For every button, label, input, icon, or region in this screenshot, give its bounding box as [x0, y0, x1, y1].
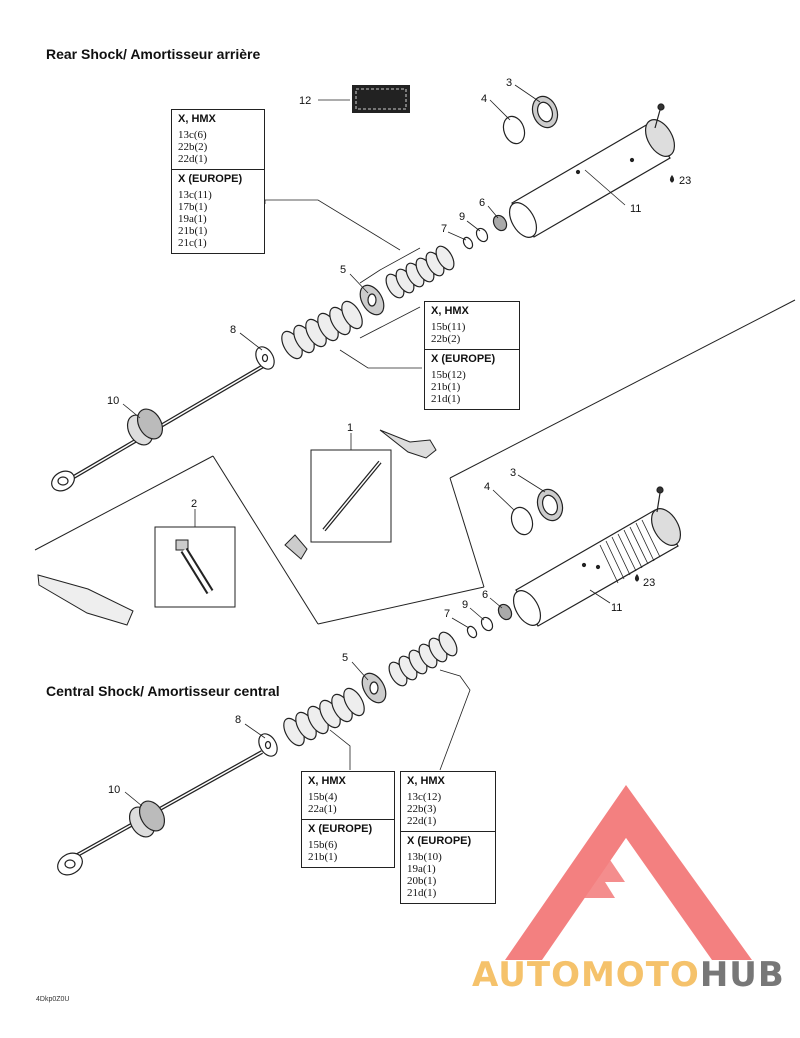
table-line: 21b(1): [308, 851, 338, 863]
callout-central-9: 9: [462, 599, 468, 611]
callout-rear-10: 10: [107, 395, 119, 407]
callout-rear-7: 7: [441, 223, 447, 235]
rear-shock-title-line: Rear Shock/: [46, 46, 127, 62]
central-left-parts-table: X, HMX 15b(4) 22a(1) X (EUROPE) 15b(6) 2…: [301, 771, 395, 868]
callout-rear-6: 6: [479, 197, 485, 209]
callout-numbers: 12 3 4 23 11 6 9 7 5 8 10 1 2 3 4 23 11 …: [107, 77, 691, 796]
table-header: X (EUROPE): [431, 353, 496, 365]
rear-sticker: [352, 85, 410, 113]
rear-top-parts-table: X, HMX 13c(6) 22b(2) 22d(1) X (EUROPE) 1…: [171, 109, 265, 254]
callout-rear-3: 3: [506, 77, 512, 89]
table-line: 22b(2): [431, 333, 461, 345]
table-section: X, HMX 13c(6) 22b(2) 22d(1): [172, 110, 264, 169]
table-line: 17b(1): [178, 201, 208, 213]
central-shock-assembly: [57, 486, 682, 876]
mid-details: [37, 429, 437, 626]
table-section: X, HMX 13c(12) 22b(3) 22d(1): [401, 772, 495, 831]
central-right-parts-table: X, HMX 13c(12) 22b(3) 22d(1) X (EUROPE) …: [400, 771, 496, 904]
table-line: 21d(1): [431, 393, 461, 405]
table-section: X (EUROPE) 15b(12) 21b(1) 21d(1): [425, 349, 519, 409]
callout-central-11: 11: [611, 602, 622, 614]
leader-lines: [122, 84, 626, 807]
central-shock-title-line: Amortisseur central: [147, 683, 280, 699]
table-line: 22b(2): [178, 141, 208, 153]
callout-rear-12: 12: [299, 95, 311, 107]
table-section: X (EUROPE) 13c(11) 17b(1) 19a(1) 21b(1) …: [172, 169, 264, 253]
central-shock-title-line: Central Shock/: [46, 683, 145, 699]
callout-central-7: 7: [444, 608, 450, 620]
table-header: X (EUROPE): [308, 823, 373, 835]
table-line: 21b(1): [431, 381, 461, 393]
table-section: X, HMX 15b(11) 22b(2): [425, 302, 519, 349]
table-header: X, HMX: [431, 305, 469, 317]
table-line: 22d(1): [407, 815, 437, 827]
table-line: 19a(1): [407, 863, 436, 875]
callout-central-6: 6: [482, 589, 488, 601]
callout-rear-11: 11: [630, 203, 641, 215]
table-line: 19a(1): [178, 213, 207, 225]
table-section: X (EUROPE) 15b(6) 21b(1): [302, 819, 394, 867]
table-section: X (EUROPE) 13b(10) 19a(1) 20b(1) 21d(1): [401, 831, 495, 903]
rear-shock-title-line: Amortisseur arrière: [130, 46, 261, 62]
central-shock-title: Central Shock/ Amortisseur central: [46, 683, 280, 700]
callout-rear-23: 23: [679, 175, 691, 187]
callout-rear-5: 5: [340, 264, 346, 276]
callout-rear-9: 9: [459, 211, 465, 223]
table-line: 15b(11): [431, 321, 466, 333]
table-header: X (EUROPE): [178, 173, 243, 185]
table-line: 15b(6): [308, 839, 338, 851]
table-line: 15b(12): [431, 369, 466, 381]
callout-rear-4: 4: [481, 93, 487, 105]
watermark-logo: [505, 785, 752, 960]
callout-central-3: 3: [510, 467, 516, 479]
table-line: 22b(3): [407, 803, 437, 815]
table-section: X, HMX 15b(4) 22a(1): [302, 772, 394, 819]
rear-mid-parts-table: X, HMX 15b(11) 22b(2) X (EUROPE) 15b(12)…: [424, 301, 520, 410]
callout-central-4: 4: [484, 481, 490, 493]
table-line: 21c(1): [178, 237, 207, 249]
table-line: 21d(1): [407, 887, 437, 899]
rear-shock-assembly: [51, 95, 676, 492]
callout-central-23: 23: [643, 577, 655, 589]
table-line: 15b(4): [308, 791, 338, 803]
callout-mid-1: 1: [347, 422, 353, 434]
table-line: 22a(1): [308, 803, 337, 815]
table-line: 20b(1): [407, 875, 437, 887]
table-header: X, HMX: [178, 113, 216, 125]
table-line: 13b(10): [407, 851, 442, 863]
table-header: X, HMX: [407, 775, 445, 787]
callout-central-10: 10: [108, 784, 120, 796]
callout-central-8: 8: [235, 714, 241, 726]
watermark-text-part1: AUTOMOTO: [472, 955, 700, 995]
figure-code: 4Dkp0Z0U: [36, 996, 70, 1003]
table-header: X, HMX: [308, 775, 346, 787]
separator-lines: [34, 299, 796, 625]
callout-mid-2: 2: [191, 498, 197, 510]
table-line: 22d(1): [178, 153, 208, 165]
watermark-text: AUTOMOTOHUB: [472, 955, 785, 995]
callout-central-5: 5: [342, 652, 348, 664]
table-line: 13c(12): [407, 791, 442, 803]
table-line: 13c(11): [178, 189, 212, 201]
table-line: 21b(1): [178, 225, 208, 237]
table-header: X (EUROPE): [407, 835, 472, 847]
table-line: 13c(6): [178, 129, 207, 141]
rear-shock-title: Rear Shock/ Amortisseur arrière: [46, 46, 260, 63]
callout-rear-8: 8: [230, 324, 236, 336]
watermark-text-part2: HUB: [699, 955, 785, 995]
